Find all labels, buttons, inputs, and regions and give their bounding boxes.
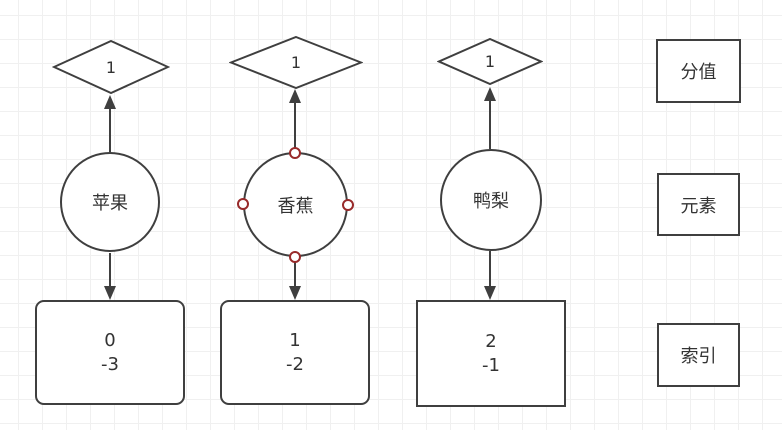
connection-handle-left[interactable] xyxy=(237,198,249,210)
arrow-down-2[interactable] xyxy=(484,251,496,300)
diamond-shape xyxy=(229,36,363,89)
arrowhead-icon xyxy=(104,286,116,300)
element-label: 香蕉 xyxy=(277,195,314,217)
diamond-shape xyxy=(52,40,170,94)
arrow-up-0[interactable] xyxy=(104,95,116,152)
score-value: 1 xyxy=(290,53,302,72)
arrowhead-icon xyxy=(484,87,496,101)
element-circle-2[interactable]: 鸭梨 xyxy=(440,149,542,251)
index-value: 2 xyxy=(485,330,497,352)
connection-handle-bottom[interactable] xyxy=(289,251,301,263)
legend-element-box[interactable]: 元素 xyxy=(657,173,740,236)
connection-handle-top[interactable] xyxy=(289,147,301,159)
arrow-shaft xyxy=(109,253,111,288)
element-label: 苹果 xyxy=(92,193,128,214)
index-rect-1[interactable]: 1 -2 xyxy=(220,300,370,405)
legend-element-label: 元素 xyxy=(680,195,717,217)
element-circle-1[interactable]: 香蕉 xyxy=(243,152,348,257)
index-rect-0[interactable]: 0 -3 xyxy=(35,300,185,405)
arrow-shaft xyxy=(294,101,296,154)
arrowhead-icon xyxy=(289,286,301,300)
score-diamond-2[interactable]: 1 xyxy=(437,38,543,85)
arrow-shaft xyxy=(489,99,491,149)
index-rect-2[interactable]: 2 -1 xyxy=(416,300,566,407)
arrow-up-2[interactable] xyxy=(484,87,496,149)
arrow-shaft xyxy=(489,251,491,288)
index-value: 0 xyxy=(104,329,116,351)
arrowhead-icon xyxy=(484,286,496,300)
neg-index-value: -1 xyxy=(482,354,500,376)
arrow-shaft xyxy=(109,107,111,152)
score-diamond-1[interactable]: 1 xyxy=(229,36,363,89)
arrowhead-icon xyxy=(104,95,116,109)
arrow-down-1[interactable] xyxy=(289,258,301,300)
arrow-up-1[interactable] xyxy=(289,89,301,154)
index-value: 1 xyxy=(289,329,301,351)
legend-index-label: 索引 xyxy=(680,346,717,367)
score-value: 1 xyxy=(484,52,496,71)
arrowhead-icon xyxy=(289,89,301,103)
score-diamond-0[interactable]: 1 xyxy=(52,40,170,94)
legend-index-box[interactable]: 索引 xyxy=(657,323,740,387)
diamond-shape xyxy=(437,38,543,85)
legend-score-label: 分值 xyxy=(680,62,717,83)
score-value: 1 xyxy=(105,57,117,77)
arrow-shaft xyxy=(294,258,296,288)
neg-index-value: -2 xyxy=(286,353,304,375)
arrow-down-0[interactable] xyxy=(104,253,116,300)
element-circle-0[interactable]: 苹果 xyxy=(60,152,160,252)
element-label: 鸭梨 xyxy=(473,191,509,212)
neg-index-value: -3 xyxy=(101,353,119,375)
legend-score-box[interactable]: 分值 xyxy=(656,39,741,103)
connection-handle-right[interactable] xyxy=(342,199,354,211)
